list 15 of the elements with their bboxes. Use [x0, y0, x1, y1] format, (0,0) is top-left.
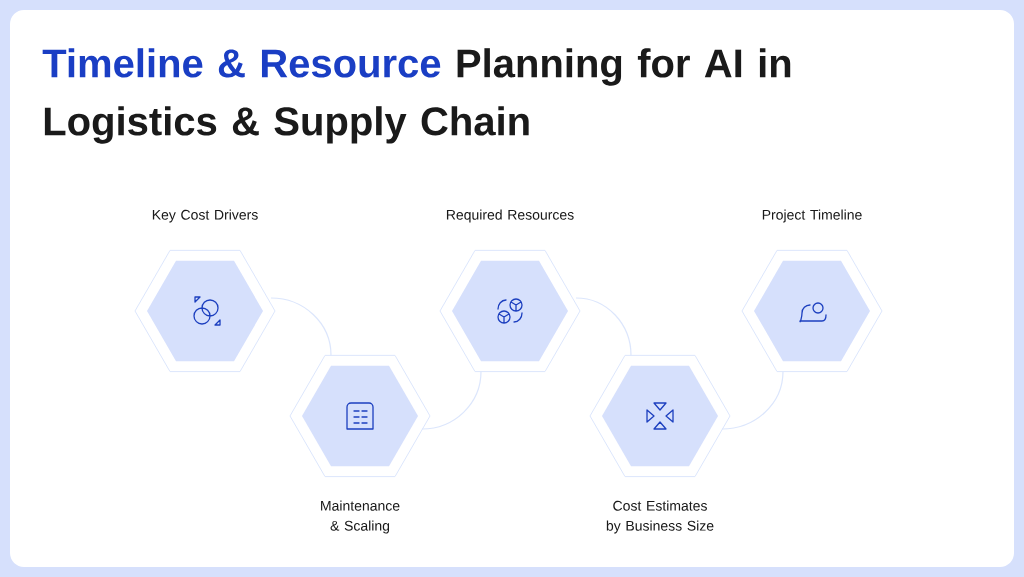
hexagon	[741, 249, 883, 373]
node-label: Maintenance & Scaling	[321, 500, 400, 534]
hexagon	[589, 354, 731, 478]
hexagon	[439, 249, 581, 373]
connector	[721, 370, 784, 430]
node-label: Key Cost Drivers	[152, 209, 258, 223]
connector	[270, 297, 332, 356]
connector	[421, 370, 482, 430]
node-label: Cost Estimates by Business Size	[606, 500, 714, 534]
connector	[575, 297, 632, 356]
hexagon	[289, 354, 431, 478]
node-label: Project Timeline	[762, 209, 862, 223]
node-label: Required Resources	[446, 209, 574, 223]
title: Timeline & Resource Planning for AI in Logistics & Supply Chain	[42, 48, 791, 144]
hexagon	[134, 249, 276, 373]
